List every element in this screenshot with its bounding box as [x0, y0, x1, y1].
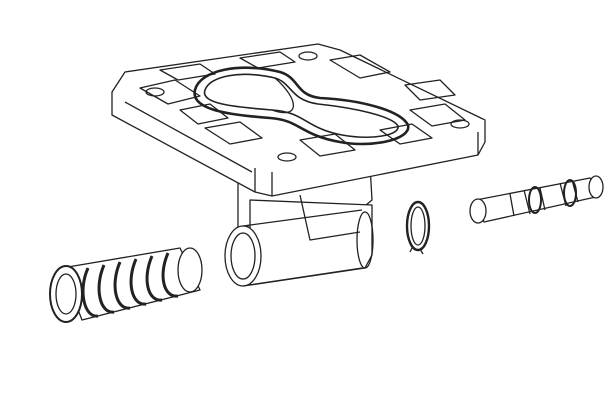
snap-ring-icon [405, 200, 431, 255]
valve-plate-icon [111, 43, 486, 197]
pin-icon [469, 175, 604, 224]
spring-piston-icon [49, 247, 203, 323]
